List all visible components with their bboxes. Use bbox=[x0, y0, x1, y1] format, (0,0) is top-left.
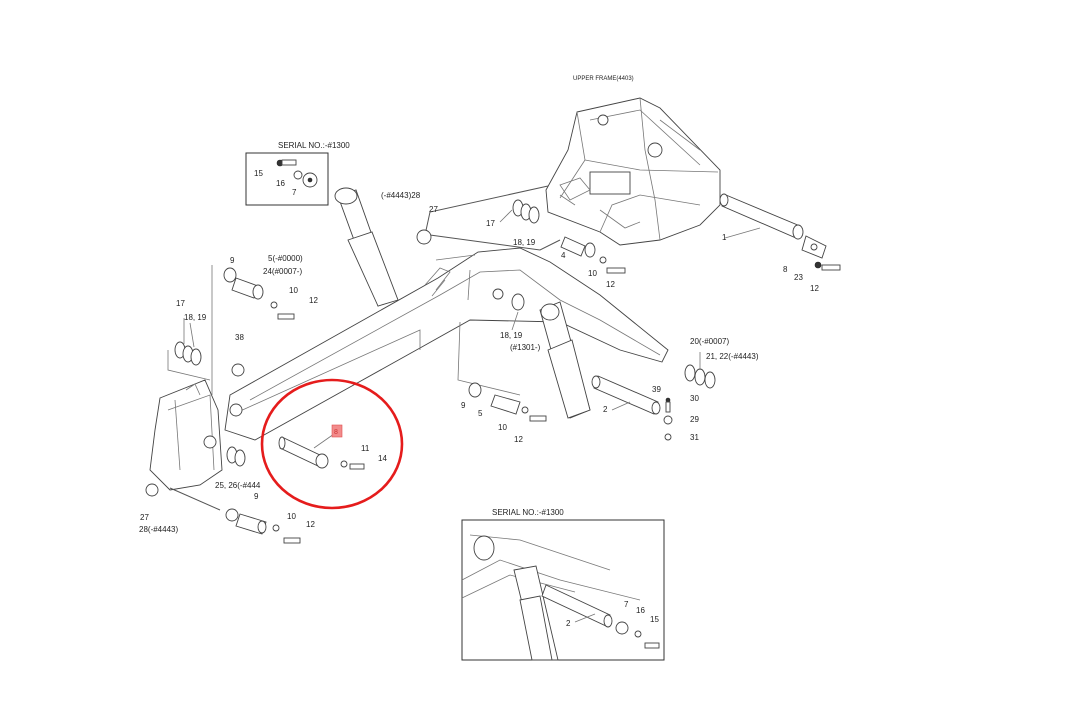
inset-bottom-label-7: 7 bbox=[624, 600, 629, 609]
callout-8-right: 8 bbox=[783, 265, 788, 274]
inset-top-title: SERIAL NO.:-#1300 bbox=[278, 141, 350, 150]
boom-cylinder-lower bbox=[539, 301, 591, 419]
callout-12-right: 12 bbox=[810, 284, 819, 293]
callout-8-highlight: 8 bbox=[334, 429, 338, 436]
callout-9-a: 9 bbox=[230, 256, 235, 265]
callout-27-top: 27 bbox=[429, 205, 438, 214]
bushing-group-top: 27 (-#4443)28 17 18, 19 4 10 12 bbox=[381, 191, 626, 289]
callout-2: 2 bbox=[603, 405, 608, 414]
callout-10-b: 10 bbox=[289, 286, 298, 295]
callout-38: 38 bbox=[235, 333, 244, 342]
upper-frame-label: UPPER FRAME(4403) bbox=[573, 76, 634, 82]
callout-28-4443: 28(-#4443) bbox=[139, 525, 178, 534]
boom-foot bbox=[149, 265, 223, 511]
highlighted-pin-8: 8 11 14 bbox=[278, 424, 387, 470]
callout-10-a: 10 bbox=[588, 269, 597, 278]
callout-12-b: 12 bbox=[309, 296, 318, 305]
callout-11: 11 bbox=[361, 444, 370, 453]
callout-9-c: 9 bbox=[254, 492, 259, 501]
boom bbox=[224, 247, 669, 441]
callout-5-0000: 5(-#0000) bbox=[268, 254, 303, 263]
callout-25-26: 25, 26(-#444 bbox=[215, 481, 261, 490]
callout-27-b: 27 bbox=[140, 513, 149, 522]
callout-20-0007: 20(-#0007) bbox=[690, 337, 729, 346]
inset-bottom-title: SERIAL NO.:-#1300 bbox=[492, 508, 564, 517]
pin-group-lower-left: 25, 26(-#444 9 10 12 27 28(-#4443) bbox=[139, 446, 315, 544]
annotation-circle bbox=[260, 378, 404, 510]
callout-10-d: 10 bbox=[287, 512, 296, 521]
callout-4-a: 4 bbox=[561, 251, 566, 260]
inset-bottom-label-2: 2 bbox=[566, 619, 571, 628]
callout-17-b: 17 bbox=[176, 299, 185, 308]
callout-28-4443: (-#4443)28 bbox=[381, 191, 421, 200]
inset-top-label-16: 16 bbox=[276, 179, 285, 188]
callout-1: 1 bbox=[722, 233, 727, 242]
bushing-group-middle: 18, 19 (#1301-) bbox=[500, 293, 541, 352]
pin-1: 1 8 23 12 bbox=[719, 193, 841, 293]
bushing-group-right: 20(-#0007) 21, 22(-#4443) 39 30 29 31 bbox=[652, 337, 759, 442]
callout-18-19-b: 18, 19 bbox=[184, 313, 207, 322]
inset-bottom-label-16: 16 bbox=[636, 606, 645, 615]
pin-2: 2 bbox=[591, 375, 661, 415]
bushing-group-left: 17 18, 19 38 bbox=[167, 299, 245, 381]
callout-39: 39 bbox=[652, 385, 661, 394]
callout-10-c: 10 bbox=[498, 423, 507, 432]
pin-group-middle-lower: 9 5 10 12 bbox=[461, 382, 547, 444]
callout-9-b: 9 bbox=[461, 401, 466, 410]
callout-14: 14 bbox=[378, 454, 387, 463]
callout-30: 30 bbox=[690, 394, 699, 403]
callout-24-0007: 24(#0007-) bbox=[263, 267, 302, 276]
callout-23: 23 bbox=[794, 273, 803, 282]
upper-frame: UPPER FRAME(4403) bbox=[424, 76, 721, 251]
callout-1301: (#1301-) bbox=[510, 343, 541, 352]
callout-5-b: 5 bbox=[478, 409, 483, 418]
callout-18-19-c: 18, 19 bbox=[500, 331, 523, 340]
callout-18-19-a: 18, 19 bbox=[513, 238, 536, 247]
callout-17-a: 17 bbox=[486, 219, 495, 228]
callout-31: 31 bbox=[690, 433, 699, 442]
inset-top-label-7: 7 bbox=[292, 188, 297, 197]
highlight-marker bbox=[331, 424, 343, 438]
callout-29: 29 bbox=[690, 415, 699, 424]
callout-12-a: 12 bbox=[606, 280, 615, 289]
boom-cylinder-upper bbox=[334, 187, 399, 307]
callout-21-22-4443: 21, 22(-#4443) bbox=[706, 352, 759, 361]
inset-bottom: SERIAL NO.:-#1300 7 16 15 2 bbox=[461, 508, 665, 661]
inset-top: SERIAL NO.:-#1300 15 16 7 bbox=[245, 141, 350, 206]
callout-12-c: 12 bbox=[514, 435, 523, 444]
inset-top-label-15: 15 bbox=[254, 169, 263, 178]
pin-group-left-top: 9 5(-#0000) 24(#0007-) 10 12 bbox=[223, 254, 318, 320]
callout-12-d: 12 bbox=[306, 520, 315, 529]
inset-bottom-label-15: 15 bbox=[650, 615, 659, 624]
